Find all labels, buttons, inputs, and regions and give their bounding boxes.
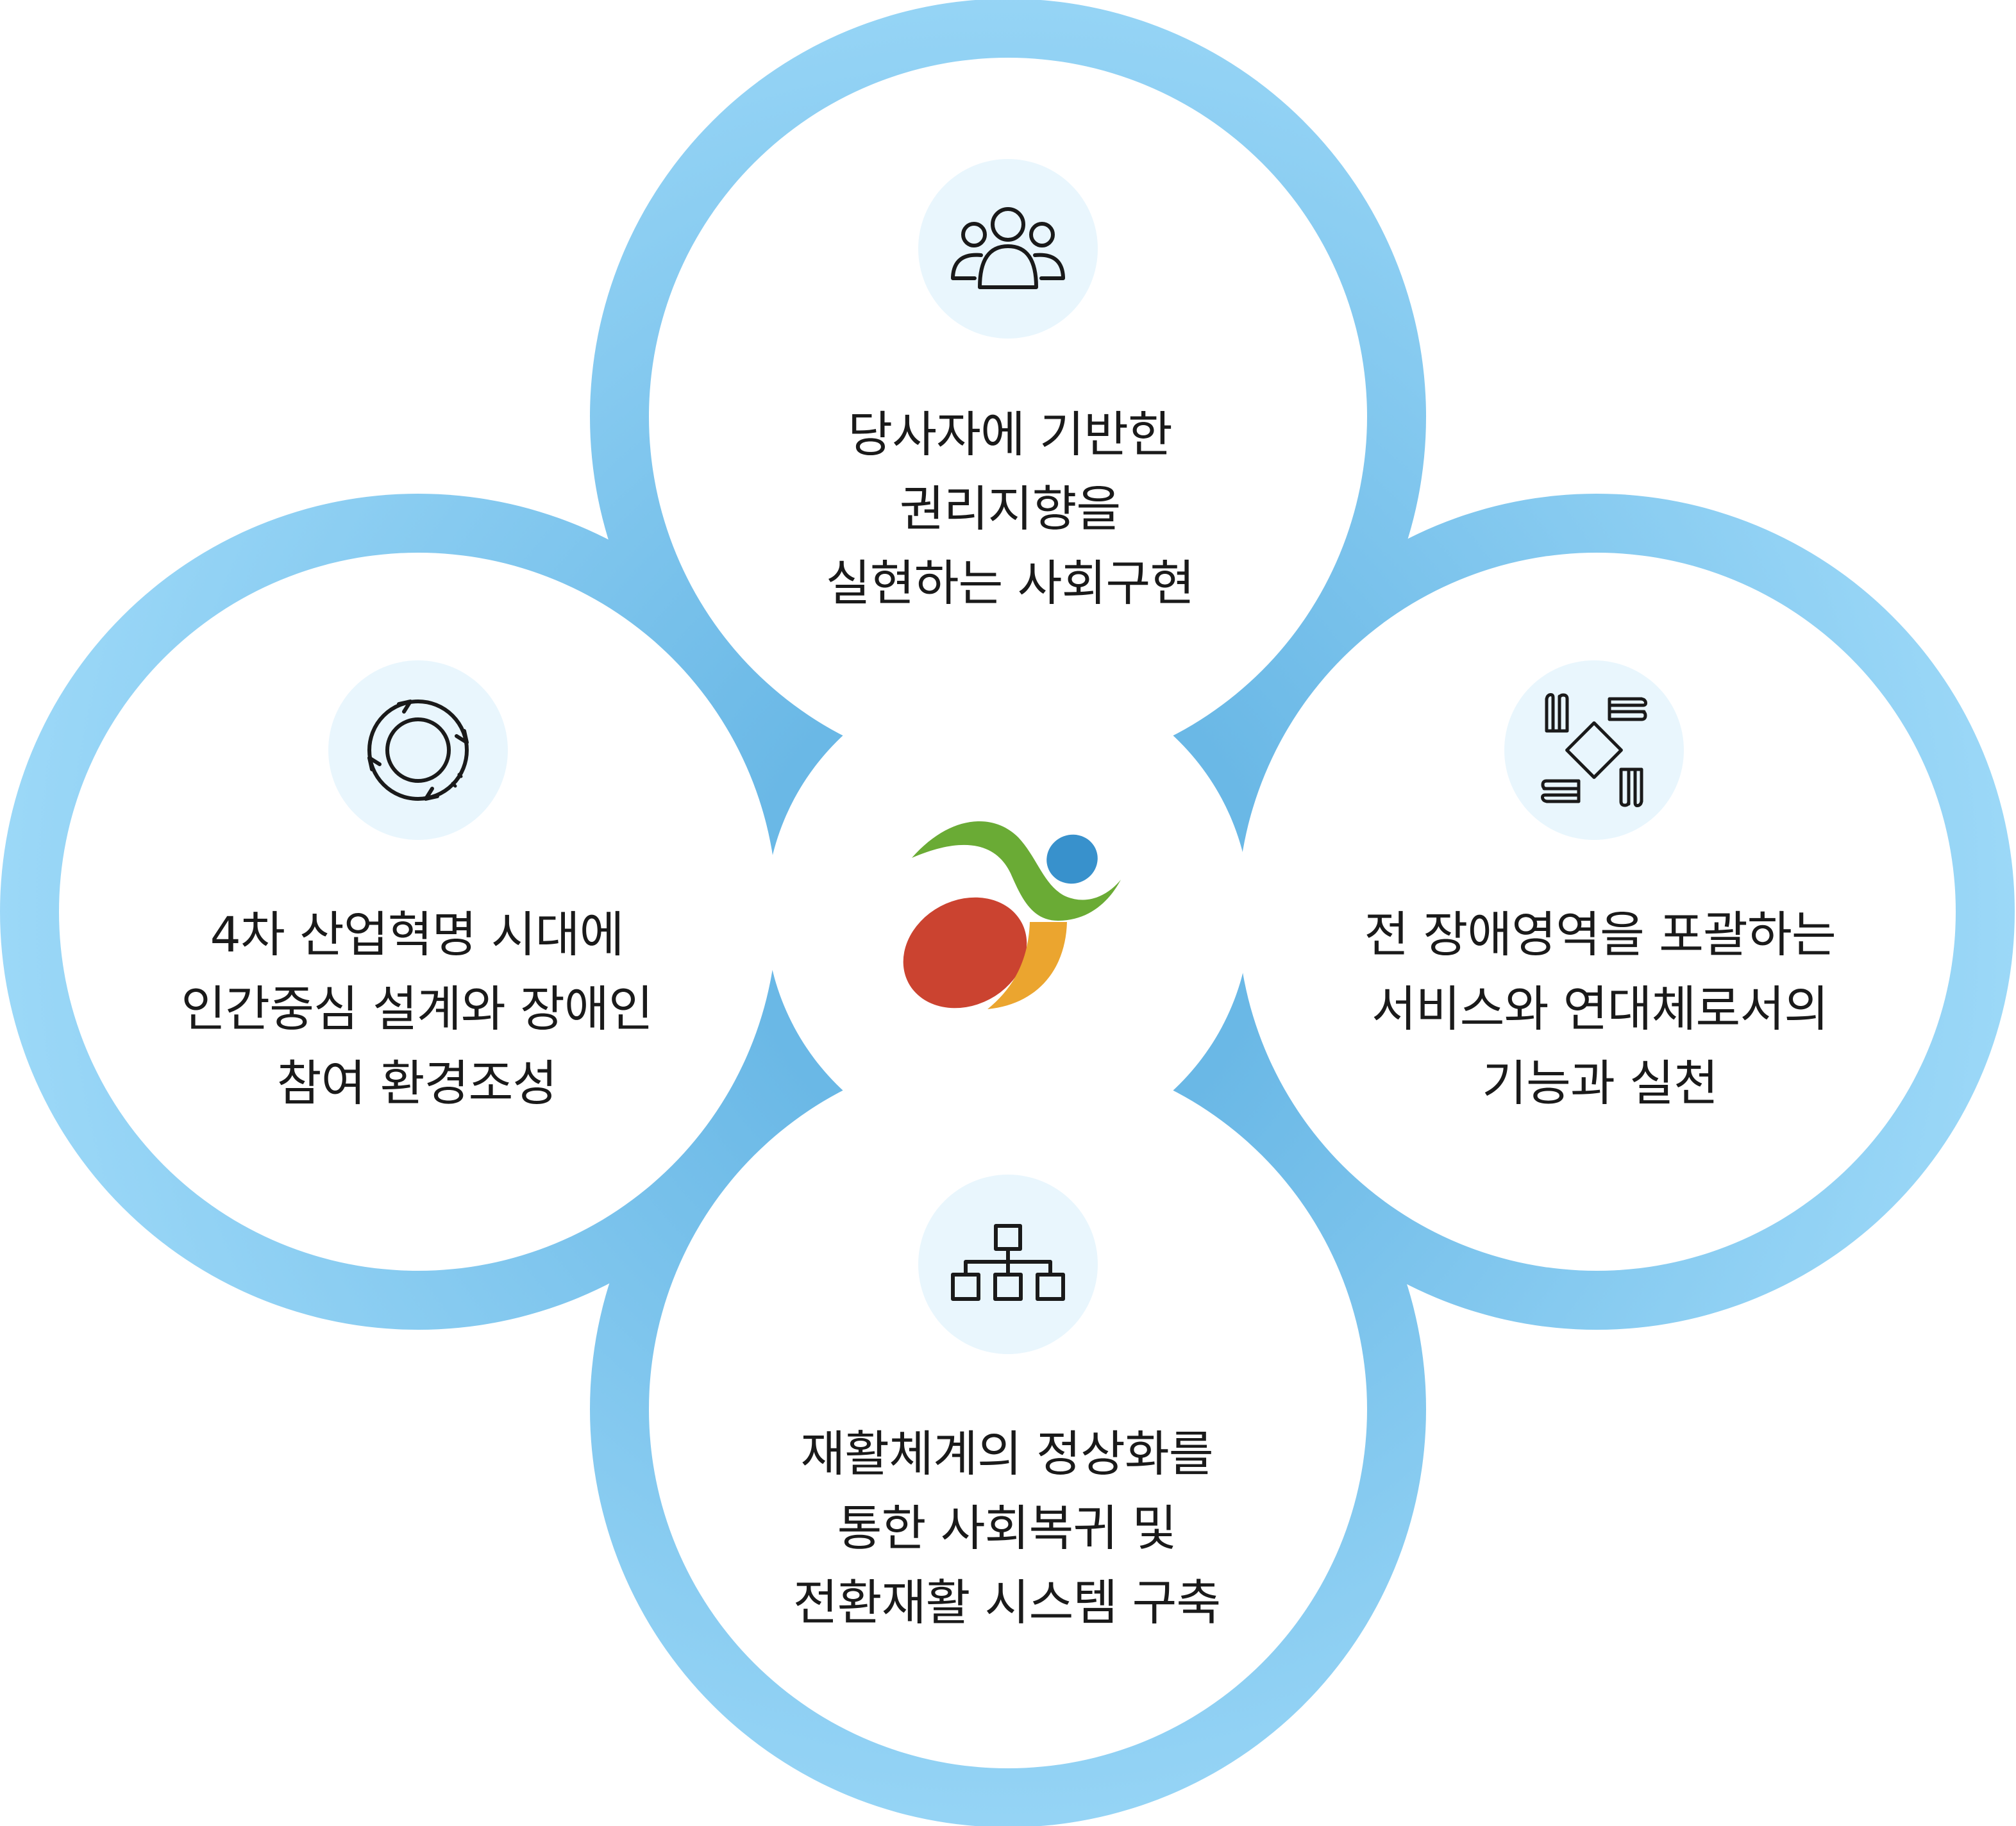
people-group-icon	[951, 207, 1065, 289]
text-right-line-3: 기능과 실천	[1482, 1055, 1718, 1112]
text-top-line-2: 권리지향을	[899, 480, 1121, 537]
joined-hands-icon	[1541, 693, 1647, 807]
disc-left	[59, 553, 777, 1271]
text-left: 4차 산업혁명 시대에 인간중심 설계와 장애인 참여 환경조성	[128, 898, 705, 1121]
disc-top	[649, 58, 1367, 776]
organization-logo-icon	[903, 821, 1121, 1009]
icon-bg-top	[918, 159, 1098, 339]
text-bottom-line-1: 재활체계의 정상화를	[800, 1425, 1213, 1482]
disc-group	[59, 58, 1956, 1768]
circular-arrows-icon	[367, 699, 469, 801]
hierarchy-chart-icon	[951, 1224, 1065, 1301]
disc-right	[1238, 553, 1956, 1271]
text-top: 당사자에 기반한 권리지향을 실현하는 사회구현	[721, 398, 1298, 621]
text-top-line-1: 당사자에 기반한	[848, 406, 1173, 463]
disc-bottom	[649, 1050, 1367, 1768]
icon-bg-right	[1504, 660, 1684, 840]
text-right: 전 장애영역을 포괄하는 서비스와 연대체로서의 기능과 실천	[1311, 898, 1888, 1121]
text-right-line-2: 서비스와 연대체로서의	[1371, 980, 1829, 1037]
text-right-line-1: 전 장애영역을 포괄하는	[1364, 906, 1836, 963]
text-top-line-3: 실현하는 사회구현	[825, 555, 1195, 612]
text-left-line-1: 4차 산업혁명 시대에	[210, 906, 624, 963]
logo-orange-arc	[987, 922, 1067, 1009]
logo-blue-dot	[1046, 834, 1098, 884]
logo-green-swoosh	[912, 821, 1121, 921]
text-left-line-2: 인간중심 설계와 장애인	[181, 980, 653, 1037]
icon-bg-left	[328, 660, 508, 840]
text-bottom-line-3: 전환재활 시스템 구축	[793, 1574, 1222, 1631]
logo-red-body	[903, 897, 1027, 1009]
text-left-line-3: 참여 환경조성	[276, 1055, 558, 1112]
text-bottom-line-2: 통한 사회복귀 및	[837, 1500, 1177, 1557]
text-bottom: 재활체계의 정상화를 통한 사회복귀 및 전환재활 시스템 구축	[718, 1417, 1295, 1640]
